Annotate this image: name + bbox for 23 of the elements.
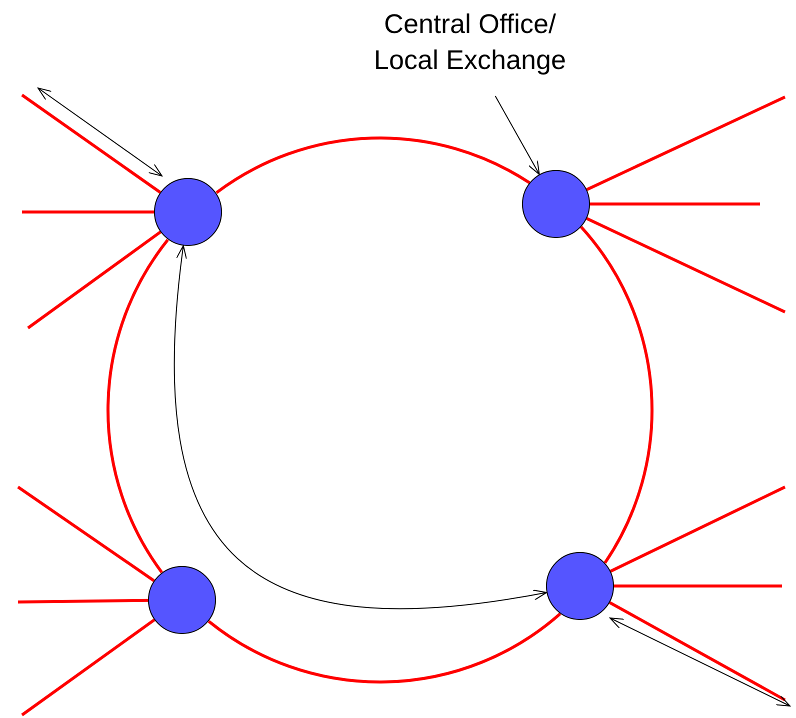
- network-line: [208, 612, 562, 684]
- network-line: [586, 96, 786, 191]
- network-line: [27, 230, 162, 330]
- callout-label: Central Office/ Local Exchange: [350, 6, 590, 78]
- exchange-node: [522, 170, 590, 238]
- network-line: [586, 217, 786, 314]
- network-line: [216, 136, 530, 194]
- network-line: [614, 584, 782, 588]
- exchange-node: [546, 552, 614, 620]
- network-line: [590, 202, 760, 206]
- network-line: [106, 239, 169, 574]
- network-line: [608, 601, 786, 702]
- network-line: [580, 226, 654, 564]
- curved-arrow: [174, 245, 548, 610]
- network-line: [610, 486, 786, 573]
- network-line: [17, 486, 155, 582]
- exchange-node: [154, 178, 222, 246]
- network-line: [22, 210, 154, 214]
- network-line: [21, 618, 156, 716]
- exchange-node: [148, 566, 216, 634]
- leader-line: [494, 96, 540, 175]
- network-line: [18, 598, 148, 604]
- network-line: [21, 94, 162, 194]
